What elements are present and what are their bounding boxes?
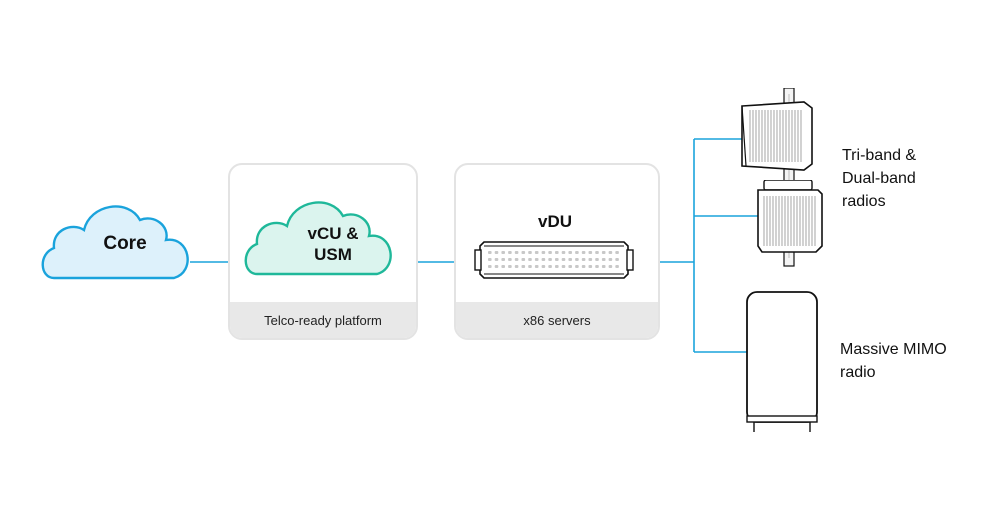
server-vent	[541, 265, 546, 268]
server-vent	[555, 258, 559, 261]
server-vent	[521, 251, 526, 254]
server-vent	[514, 265, 519, 268]
server-vent	[575, 258, 579, 261]
server-vent	[521, 258, 526, 261]
server-vent	[581, 265, 586, 268]
dualband-radio-icon	[757, 180, 823, 253]
server-vent	[601, 251, 606, 254]
server-vent	[555, 251, 559, 254]
server-vent	[615, 251, 619, 254]
server-vent	[534, 251, 539, 254]
vdu-footer: x86 servers	[456, 302, 658, 338]
server-vent	[494, 258, 499, 261]
server-vent	[541, 251, 546, 254]
server-vent	[534, 258, 539, 261]
server-vent	[548, 265, 552, 268]
server-vent	[488, 251, 492, 254]
server-vent	[588, 258, 593, 261]
core-label: Core	[103, 233, 147, 254]
server-vent	[568, 265, 572, 268]
server-vent	[561, 251, 566, 254]
server-vent	[514, 251, 519, 254]
mimo-label-line2: radio	[840, 364, 876, 381]
server-vent	[508, 265, 512, 268]
server-vent	[548, 251, 552, 254]
server-vent	[521, 265, 526, 268]
server-vent	[501, 258, 505, 261]
triband-radio-icon	[741, 101, 813, 171]
server-vent	[561, 265, 566, 268]
server-vent	[588, 251, 593, 254]
massive-mimo-icon	[746, 291, 818, 432]
server-vent	[581, 258, 586, 261]
server-vent	[568, 251, 572, 254]
server-vent	[595, 251, 599, 254]
vcu-usm-label: vCU & USM	[283, 222, 383, 266]
server-vent	[555, 265, 559, 268]
server-vent	[588, 265, 593, 268]
server-vent	[575, 265, 579, 268]
server-vent	[541, 258, 546, 261]
server-vent	[608, 251, 613, 254]
server-vent	[581, 251, 586, 254]
server-vent	[528, 258, 532, 261]
server-vent	[508, 258, 512, 261]
server-vent	[508, 251, 512, 254]
core-cloud-icon	[41, 205, 189, 280]
triband-dualband-label: Tri-band & Dual-band radios	[842, 144, 916, 213]
vcu-label-line1: vCU &	[307, 224, 359, 243]
server-vent	[501, 251, 505, 254]
platform-footer: Telco-ready platform	[230, 302, 416, 338]
server-vent	[568, 258, 572, 261]
server-vent	[488, 265, 492, 268]
radios-label-line2: Dual-band	[842, 170, 916, 187]
server-vent	[494, 265, 499, 268]
vcu-label-line2: USM	[314, 245, 352, 264]
server-vent	[494, 251, 499, 254]
vdu-title: vDU	[538, 212, 573, 231]
connector-group	[190, 138, 758, 353]
server-vent	[528, 251, 532, 254]
server-vent	[601, 258, 606, 261]
massive-mimo-label: Massive MIMO radio	[840, 338, 947, 384]
server-vent	[601, 265, 606, 268]
server-vent	[501, 265, 505, 268]
server-vent	[488, 258, 492, 261]
server-vent	[528, 265, 532, 268]
server-vent	[608, 258, 613, 261]
server-vent	[534, 265, 539, 268]
radios-label-line1: Tri-band &	[842, 147, 917, 164]
server-vent	[615, 265, 619, 268]
server-vent	[561, 258, 566, 261]
vcu-usm-cloud-icon	[244, 201, 392, 276]
server-vent	[514, 258, 519, 261]
server-vent	[548, 258, 552, 261]
mimo-label-line1: Massive MIMO	[840, 341, 947, 358]
server-vent	[615, 258, 619, 261]
server-vent	[608, 265, 613, 268]
server-vent	[575, 251, 579, 254]
server-icon	[474, 241, 634, 279]
server-vent	[595, 265, 599, 268]
server-vent	[595, 258, 599, 261]
radios-label-line3: radios	[842, 193, 886, 210]
